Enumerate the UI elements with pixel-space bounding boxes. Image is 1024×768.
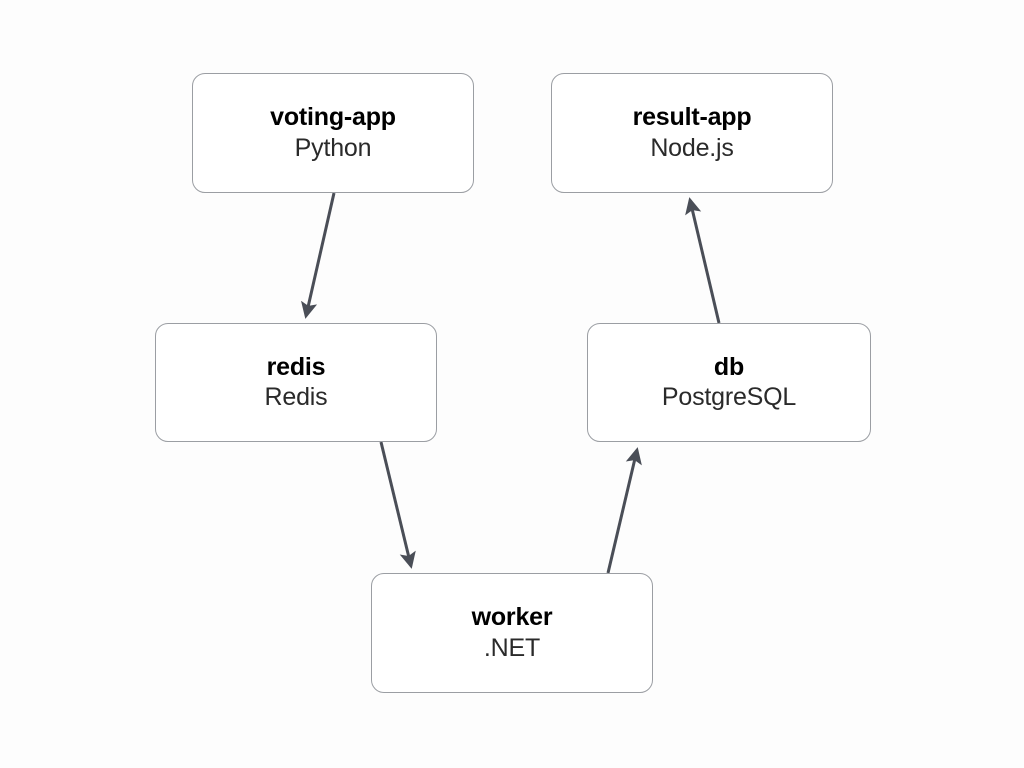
node-title: db: [713, 352, 745, 381]
node-title: result-app: [632, 103, 752, 131]
node-subtitle: Python: [294, 133, 372, 162]
node-subtitle: .NET: [483, 633, 541, 662]
node-subtitle: PostgreSQL: [661, 383, 797, 411]
node-worker[interactable]: worker.NET: [371, 573, 653, 693]
node-title: worker: [471, 603, 553, 631]
edge-worker-to-db: [606, 447, 642, 574]
node-title: redis: [266, 352, 326, 381]
edge-db-to-result-app: [685, 197, 721, 324]
node-title: voting-app: [270, 103, 396, 131]
node-subtitle: Node.js: [650, 133, 734, 162]
edge-redis-to-worker: [379, 441, 416, 569]
node-subtitle: Redis: [264, 383, 328, 411]
edge-voting-app-to-redis: [301, 192, 336, 319]
